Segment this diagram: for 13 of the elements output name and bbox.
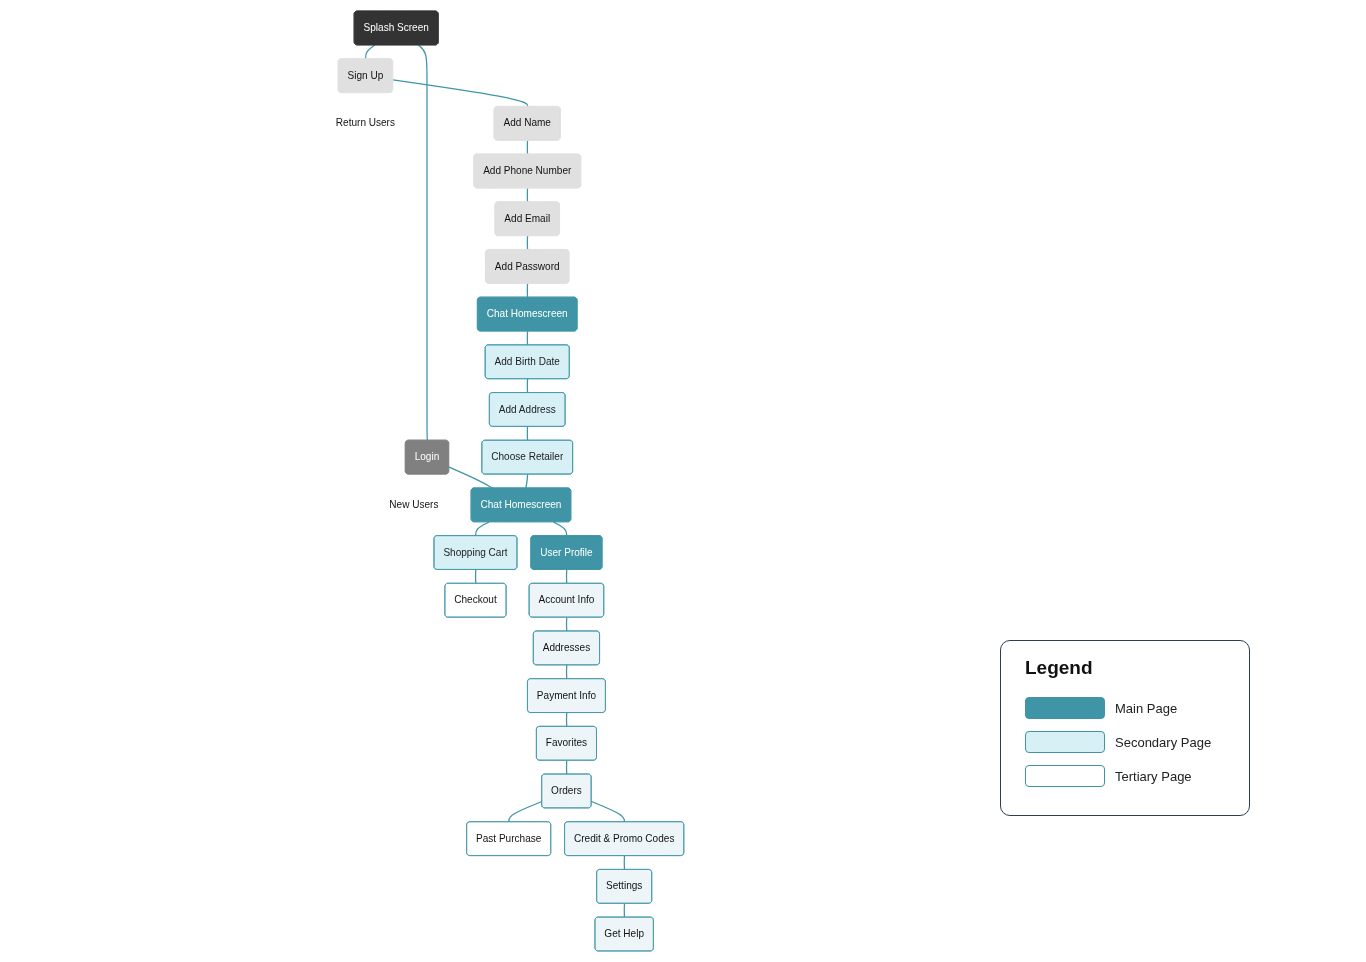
node-label: Return Users [335, 117, 395, 129]
legend-text: Main Page [1115, 700, 1178, 716]
legend-text: Secondary Page [1115, 734, 1212, 750]
connector [391, 79, 528, 108]
connector [474, 521, 490, 537]
connector [590, 800, 625, 823]
legend-heading: Legend [1025, 657, 1094, 679]
connector [552, 521, 567, 537]
connector [507, 800, 543, 823]
node-label: New Users [388, 499, 439, 510]
connector [447, 466, 493, 489]
connector [417, 44, 428, 442]
legend-text: Tertiary Page [1115, 768, 1192, 784]
